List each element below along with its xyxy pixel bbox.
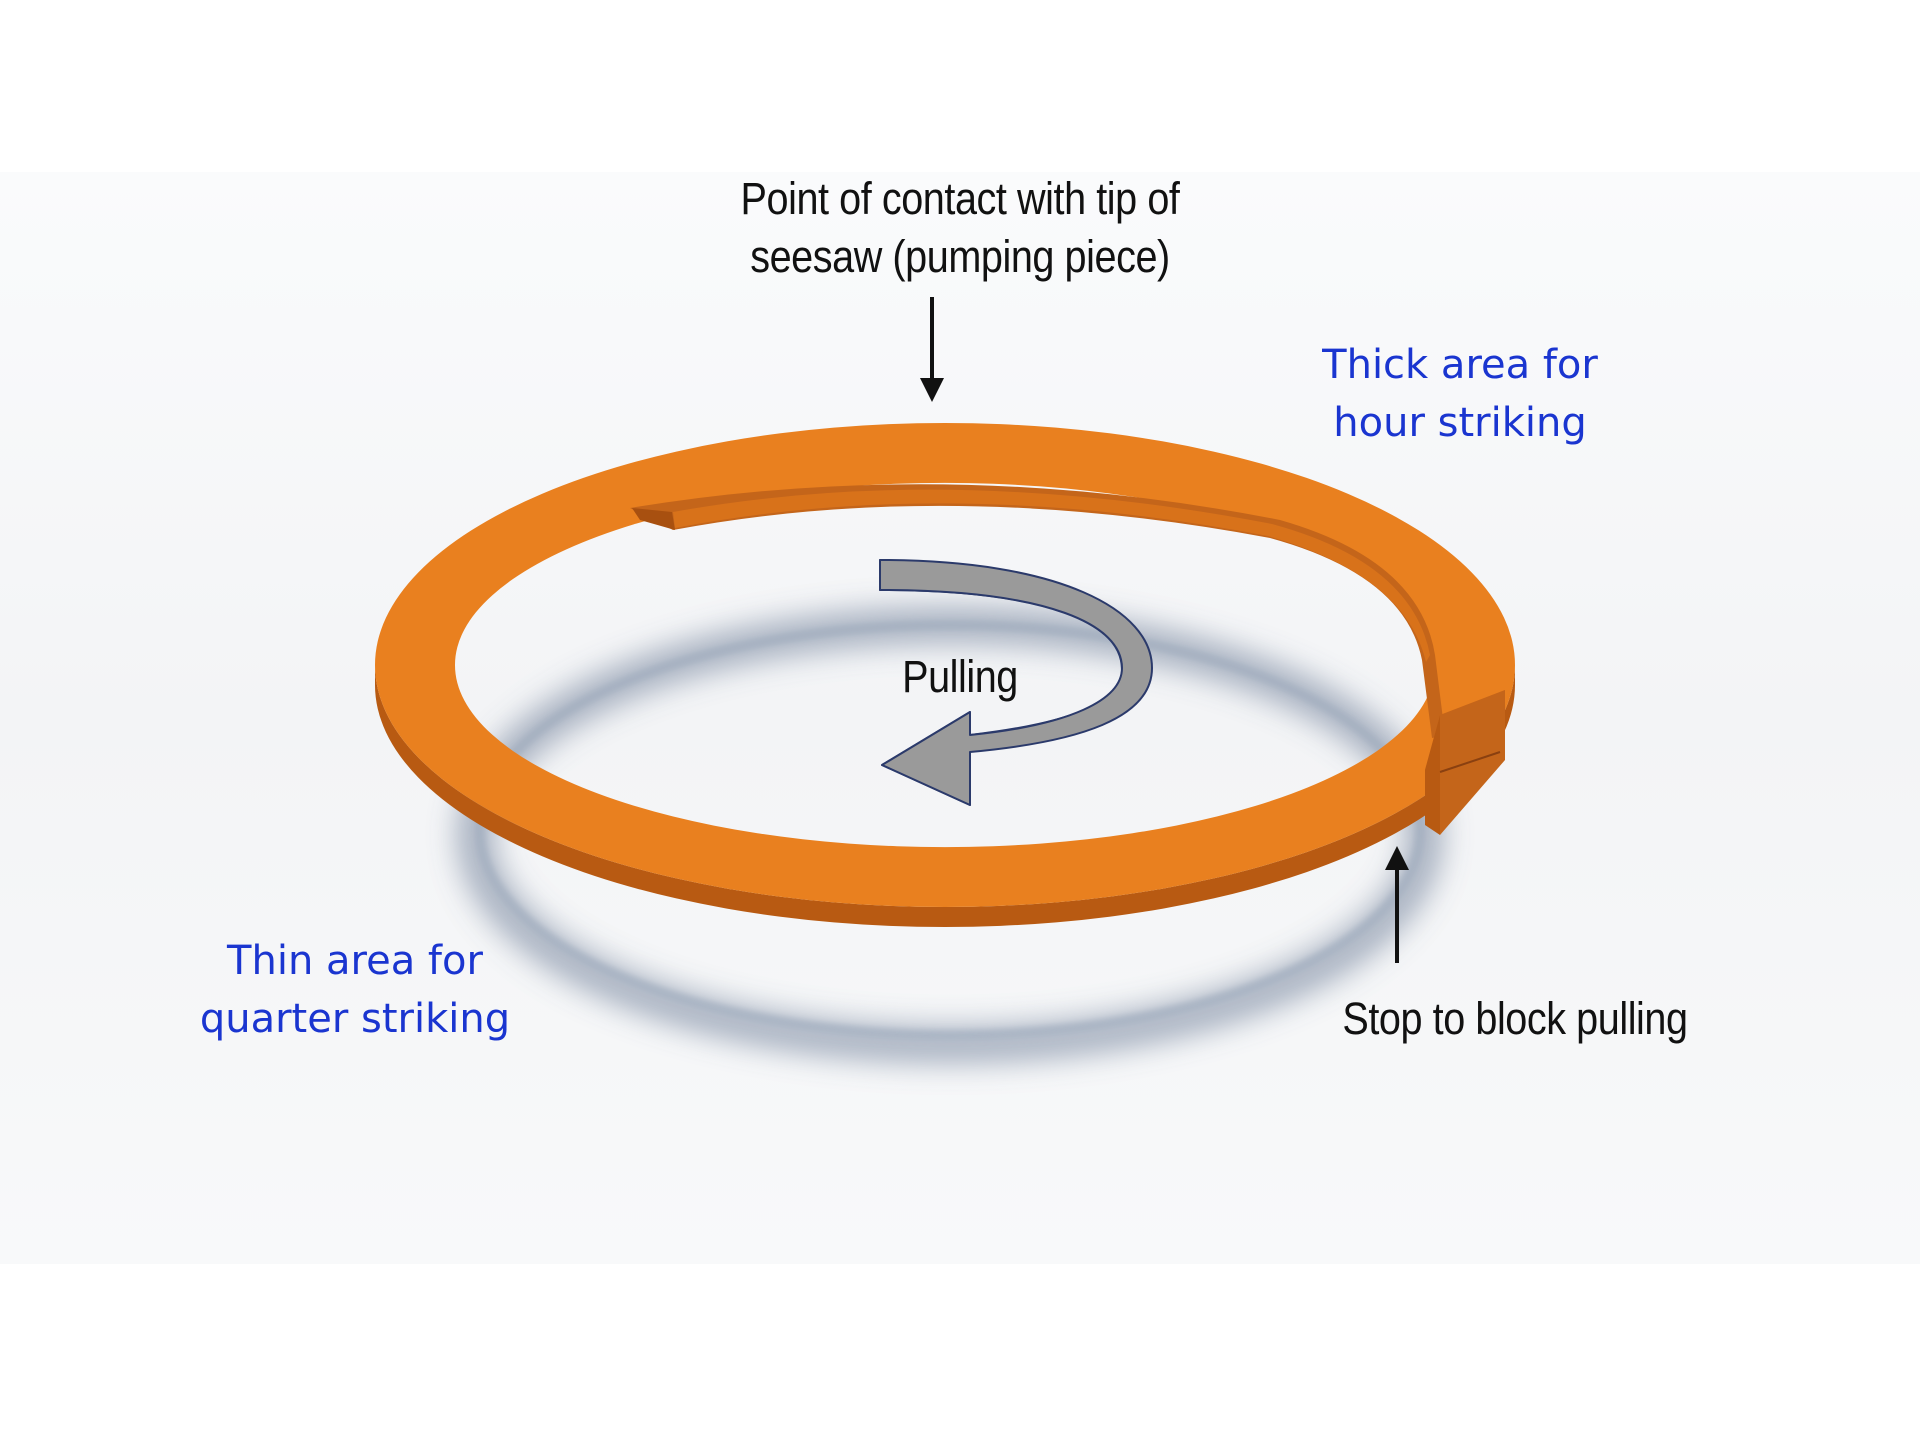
thick-area-label: Thick area for hour striking xyxy=(1280,336,1640,452)
ring-inner-ledge-top xyxy=(673,489,1430,662)
pulling-label: Pulling xyxy=(872,648,1048,706)
stop-block xyxy=(1425,690,1505,835)
stop-label: Stop to block pulling xyxy=(1326,990,1704,1048)
thick-area-line-2: hour striking xyxy=(1333,400,1587,446)
ring-shadow-core xyxy=(475,620,1425,1040)
ledge-step xyxy=(632,508,675,530)
pulling-arrow-body xyxy=(879,559,1153,806)
contact-point-label: Point of contact with tip of seesaw (pum… xyxy=(731,170,1189,286)
thick-area-line-1: Thick area for xyxy=(1322,342,1598,388)
thin-area-line-1: Thin area for xyxy=(227,938,483,984)
contact-point-line-1: Point of contact with tip of xyxy=(740,173,1180,224)
pulling-text: Pulling xyxy=(902,651,1018,702)
thin-area-label: Thin area for quarter striking xyxy=(180,932,530,1048)
stop-text: Stop to block pulling xyxy=(1342,993,1688,1044)
contact-point-line-2: seesaw (pumping piece) xyxy=(750,231,1170,282)
thin-area-line-2: quarter striking xyxy=(199,996,511,1042)
